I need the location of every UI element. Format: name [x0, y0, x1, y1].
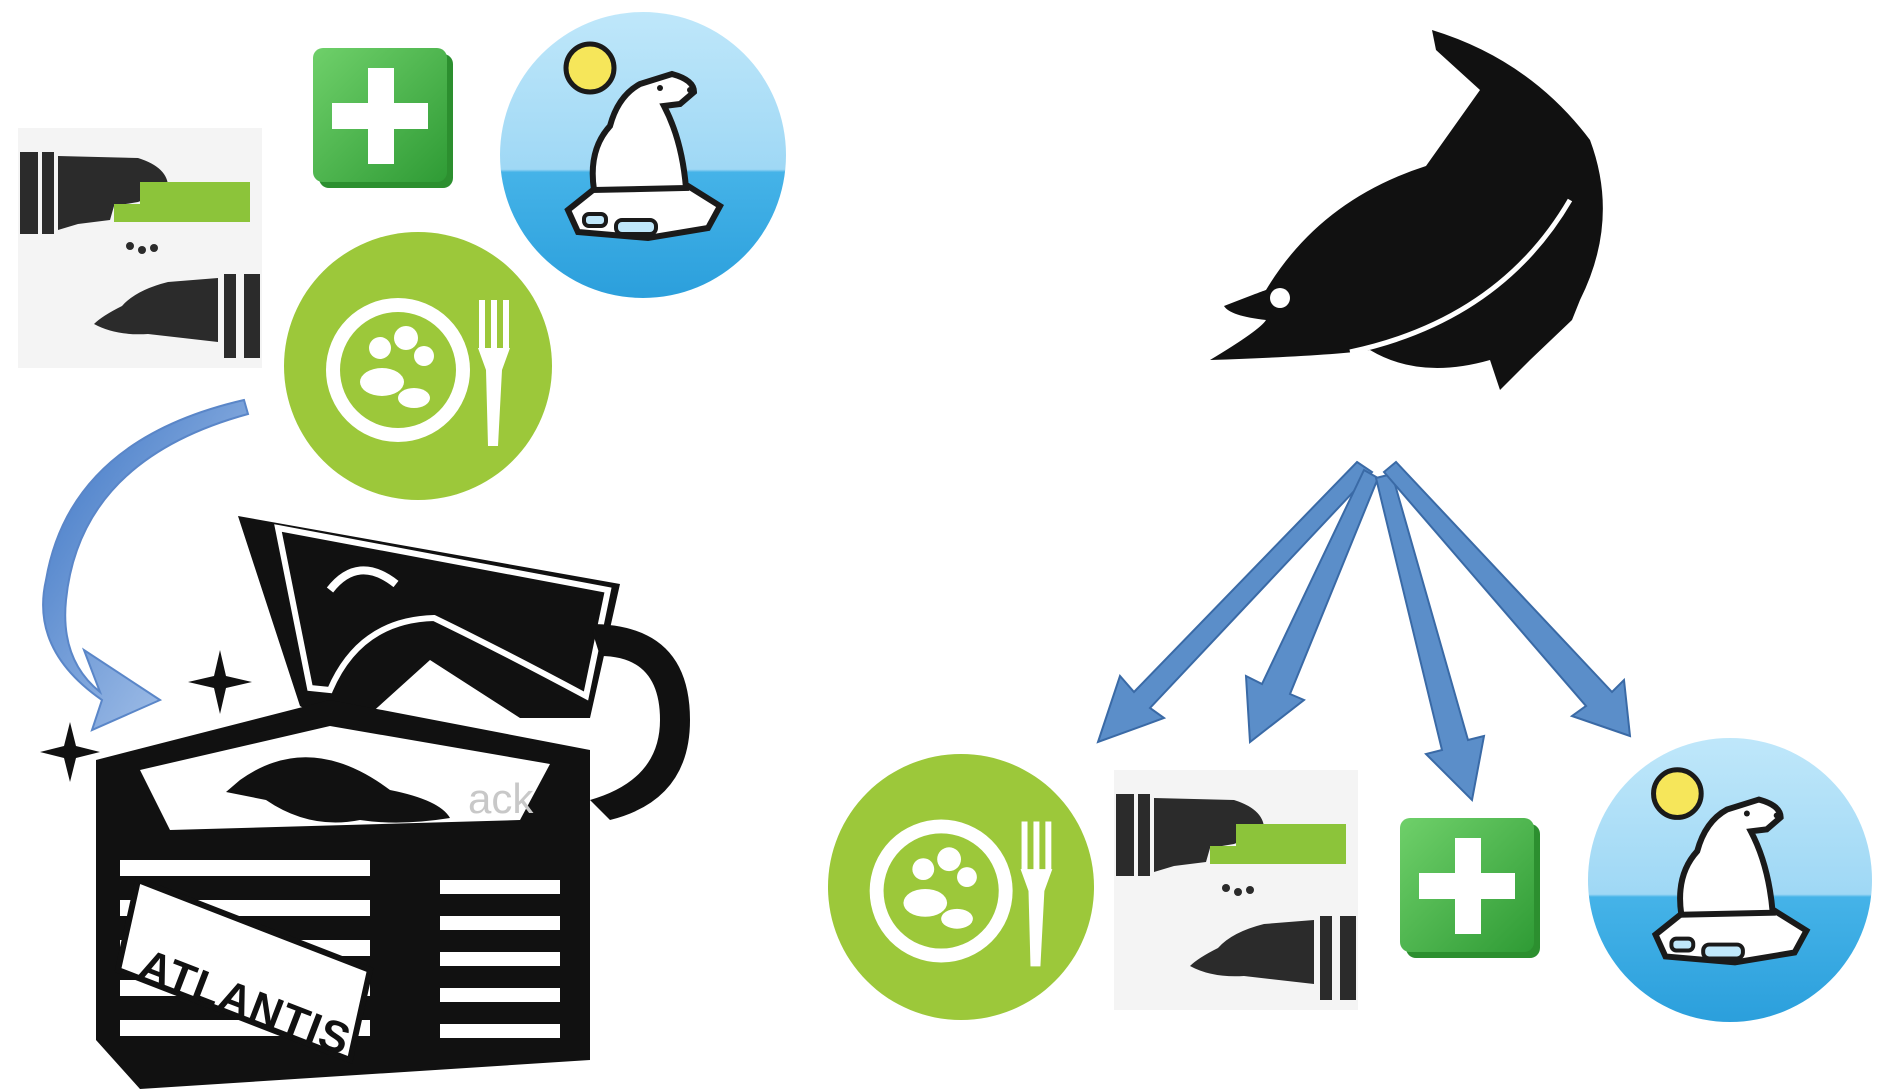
fish-icon — [1200, 20, 1620, 400]
food-plate-icon — [826, 752, 1096, 1022]
curved-arrow — [40, 398, 260, 732]
food-plate-icon — [282, 230, 554, 502]
arrow-to-money — [1244, 468, 1380, 744]
money-exchange-icon — [18, 128, 262, 368]
watermark-text: ack — [468, 775, 534, 822]
arrow-to-health — [1374, 472, 1486, 803]
health-cross-icon — [313, 48, 459, 194]
polar-bear-icon — [1586, 736, 1874, 1024]
arrow-to-climate — [1382, 460, 1632, 738]
arrow-to-food — [1096, 460, 1374, 744]
treasure-chest-icon — [30, 500, 730, 1089]
polar-bear-icon — [498, 10, 788, 300]
health-cross-icon — [1400, 818, 1546, 964]
money-exchange-icon — [1114, 770, 1358, 1010]
